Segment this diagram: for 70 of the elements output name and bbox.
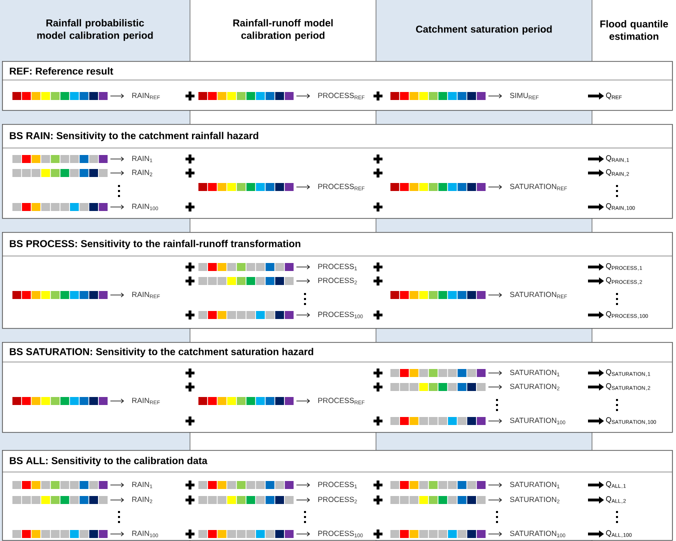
quantile-label: $\mathrm{Q}_{\mathrm{PROCESS,100}}$ [606, 311, 648, 319]
arrow [296, 312, 310, 318]
arrow [488, 292, 502, 298]
color-strip [198, 481, 294, 489]
arrow [296, 532, 310, 536]
color-strip [12, 397, 108, 405]
quantile-label: $\mathrm{Q}_{\mathrm{RAIN,2}}$ [606, 169, 629, 177]
arrow [296, 498, 310, 502]
arrow [110, 170, 124, 176]
quantile-label: $\mathrm{Q}_{\mathrm{PROCESS,1}}$ [606, 263, 642, 271]
arrow [488, 384, 502, 390]
color-strip [390, 291, 486, 299]
color-strip [390, 369, 486, 377]
color-strip [390, 417, 486, 425]
color-strip [12, 291, 108, 299]
color-strip [12, 530, 108, 538]
arrow [110, 532, 124, 536]
color-strip [198, 183, 294, 191]
quantile-label: $\mathrm{Q}_{\mathrm{SATURATION,2}}$ [606, 383, 650, 391]
quantile-label: $\mathrm{Q}_{\mathrm{RAIN,1}}$ [606, 155, 629, 163]
arrow [110, 94, 124, 98]
quantile-label: $\mathrm{Q}_{\mathrm{SATURATION,1}}$ [606, 369, 650, 377]
column-header: Rainfall probabilistic model calibration period [37, 19, 153, 41]
arrow [110, 498, 124, 502]
arrow [296, 278, 310, 284]
color-strip [390, 92, 486, 100]
column-header: Catchment saturation period [416, 25, 552, 35]
arrow [110, 292, 124, 298]
arrow [296, 264, 310, 270]
color-strip [12, 203, 108, 211]
arrow [488, 418, 502, 424]
color-strip [390, 496, 486, 504]
arrow [296, 94, 310, 98]
arrow [488, 532, 502, 536]
color-strip [198, 277, 294, 285]
color-strip [198, 311, 294, 319]
arrow [110, 156, 124, 162]
color-strip [198, 92, 294, 100]
color-strip [198, 496, 294, 504]
color-strip [390, 481, 486, 489]
color-strip [390, 183, 486, 191]
arrow [488, 498, 502, 502]
quantile-label: $\mathrm{Q}_{\mathrm{ALL,100}}$ [606, 530, 632, 538]
color-strip [12, 496, 108, 504]
color-strip [12, 481, 108, 489]
arrow [488, 482, 502, 488]
arrow [110, 204, 124, 210]
arrow [488, 94, 502, 98]
color-strip [198, 530, 294, 538]
color-strip [390, 530, 486, 538]
arrow [488, 370, 502, 376]
arrow [296, 184, 310, 190]
quantile-label: $\mathrm{Q}_{\mathrm{ALL,1}}$ [606, 481, 626, 489]
color-strip [198, 397, 294, 405]
arrow [110, 482, 124, 488]
arrow [296, 482, 310, 488]
column-header: Flood quantile estimation [600, 20, 668, 40]
arrow [296, 398, 310, 404]
arrow [110, 398, 124, 404]
color-strip [12, 92, 108, 100]
color-strip [12, 155, 108, 163]
quantile-label: $\mathrm{Q}_{\mathrm{PROCESS,2}}$ [606, 277, 642, 285]
quantile-label: $\mathrm{Q}_{\mathrm{SATURATION,100}}$ [606, 417, 656, 425]
quantile-label: $\mathrm{Q}_{\mathrm{ALL,2}}$ [606, 496, 626, 504]
color-strip [198, 263, 294, 271]
quantile-label: $\mathrm{Q}_{\mathrm{RAIN,100}}$ [606, 203, 635, 211]
arrow [488, 184, 502, 190]
column-header: Rainfall-runoff model calibration period [233, 19, 333, 41]
color-strip [12, 169, 108, 177]
color-strip [390, 383, 486, 391]
